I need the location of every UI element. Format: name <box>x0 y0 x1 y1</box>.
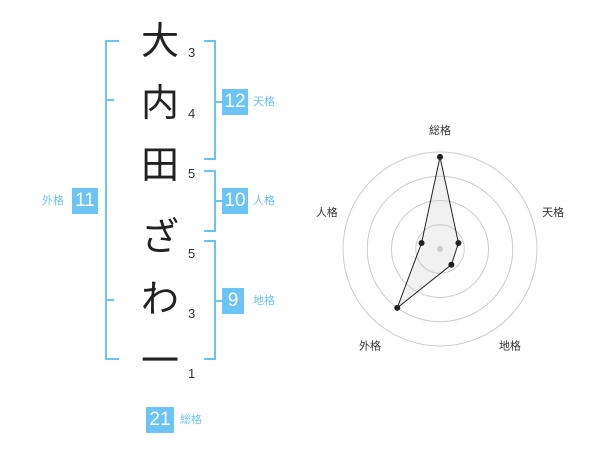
stroke-count-3: 5 <box>188 166 196 181</box>
radar-center <box>437 246 443 252</box>
radar-point-1 <box>455 240 462 247</box>
name-char-6: 一 <box>140 339 179 383</box>
name-char-1: 大 <box>140 19 179 63</box>
radar-axis-label-0: 総格 <box>429 123 451 137</box>
radar-ring-3 <box>366 175 514 323</box>
gaikaku-label: 外格 <box>42 194 64 207</box>
chikaku-value: 9 <box>222 288 244 314</box>
gaikaku-value: 11 <box>72 188 98 214</box>
name-char-4: ざ <box>140 215 179 259</box>
soukaku-label: 総格 <box>180 413 202 426</box>
radar-axis-label-2: 地格 <box>499 338 521 352</box>
jinkaku-label: 人格 <box>253 194 275 207</box>
stroke-count-4: 5 <box>188 246 196 261</box>
radar-ring-2 <box>391 200 489 298</box>
radar-axis-label-1: 天格 <box>542 205 564 219</box>
name-char-3: 田 <box>140 143 179 187</box>
radar-point-4 <box>418 240 425 247</box>
radar-point-0 <box>437 153 443 160</box>
chikaku-label: 地格 <box>253 294 275 307</box>
tenkaku-value: 12 <box>222 89 248 115</box>
jinkaku-value: 10 <box>222 188 248 214</box>
radar-point-2 <box>448 261 455 268</box>
stroke-count-1: 3 <box>188 45 196 60</box>
radar-point-3 <box>394 304 401 311</box>
stroke-count-5: 3 <box>188 306 196 321</box>
radar-axis-label-3: 外格 <box>359 338 381 352</box>
radar-ring-4 <box>342 151 538 347</box>
stroke-count-6: 1 <box>188 366 196 381</box>
tenkaku-label: 天格 <box>253 95 275 108</box>
name-char-2: 内 <box>140 81 179 125</box>
stroke-count-2: 4 <box>188 106 196 121</box>
radar-axis-label-4: 人格 <box>316 205 338 219</box>
radar-polygon <box>396 156 459 310</box>
name-char-5: わ <box>140 277 179 321</box>
soukaku-value: 21 <box>146 407 174 433</box>
